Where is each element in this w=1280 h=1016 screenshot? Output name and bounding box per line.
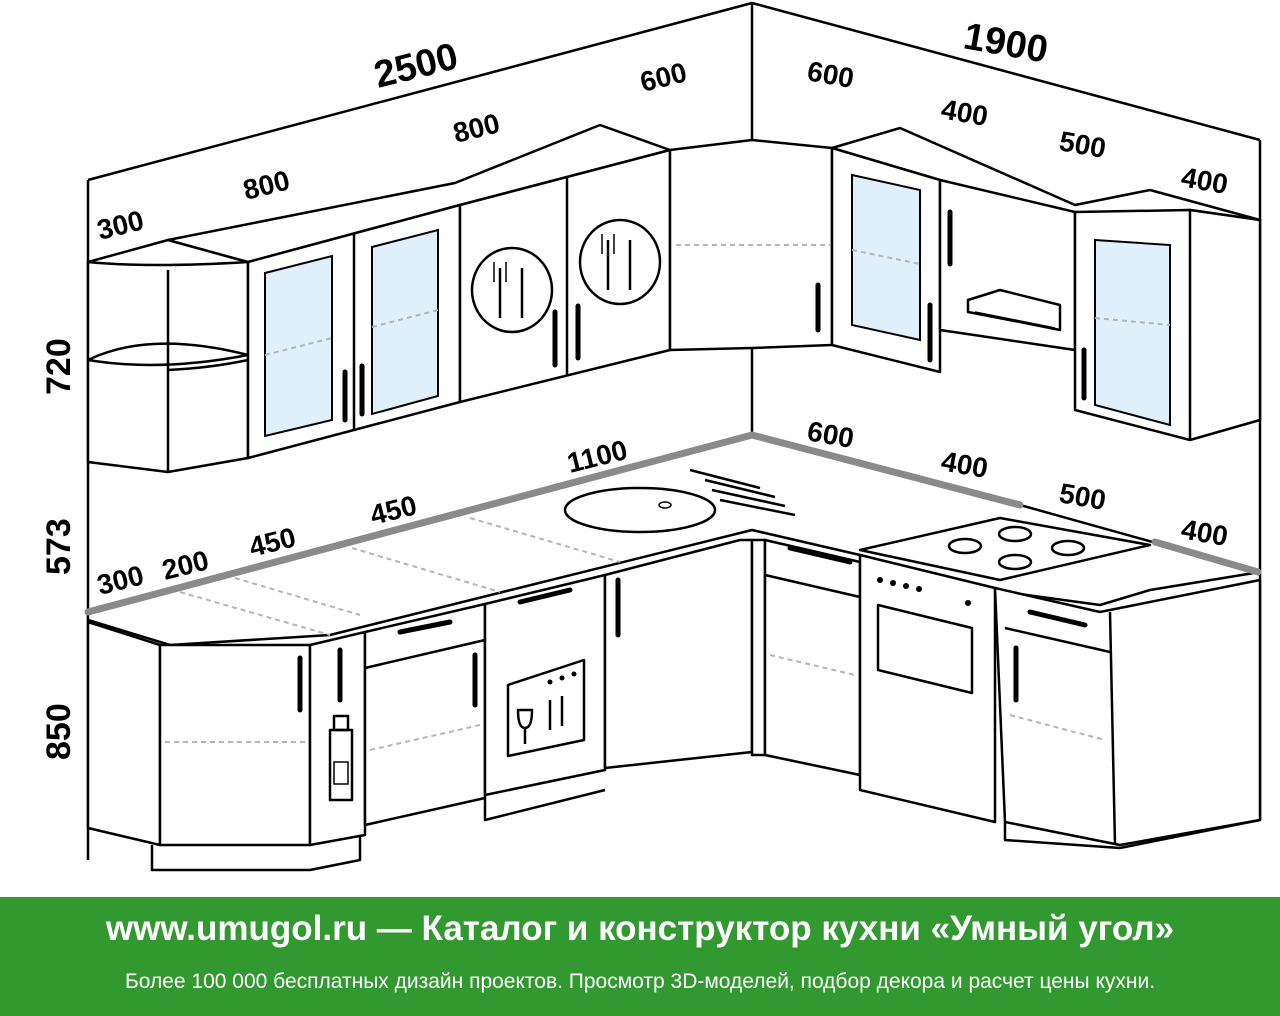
end-cabinet-300: [86, 620, 162, 847]
dim-lower-right: 400: [939, 445, 990, 484]
kitchen-drawing: 2500 1900 300 800 800 600 600 400 500 40…: [40, 1, 1262, 872]
dim-upper-right: 400: [1179, 161, 1230, 200]
dishwasher-450: [483, 573, 607, 797]
dim-upper-left-total: 2500: [370, 36, 462, 97]
base-cabinet-400-right: [993, 578, 1262, 847]
dim-upper-left: 300: [94, 204, 147, 245]
upper-cabinets-right: [830, 126, 1262, 442]
countertop: [84, 431, 1262, 647]
cutlery-icon: [578, 218, 662, 306]
drawer-cabinet-450: [363, 602, 487, 827]
dishwasher-icon: [506, 658, 586, 758]
dim-upper-left: 600: [637, 56, 690, 97]
banner-title[interactable]: www.umugol.ru — Каталог и конструктор ку…: [105, 909, 1175, 948]
dim-lower-right: 500: [1057, 477, 1108, 516]
sink-cabinet-1100: [603, 538, 754, 770]
corner-return-cabinet: [750, 538, 767, 757]
dim-upper-right: 500: [1057, 125, 1108, 164]
hob-burner-icon: [858, 516, 1152, 582]
cutlery-icon: [470, 246, 554, 334]
dim-upper-right: 400: [939, 93, 990, 132]
corner-lower-cabinet: [158, 643, 312, 847]
dim-lower-left: 300: [94, 559, 147, 600]
dim-height-gap: 573: [40, 518, 78, 575]
upper-cabinets-left: [86, 123, 834, 474]
banner-subtitle: Более 100 000 бесплатных дизайн проектов…: [124, 970, 1156, 993]
bottle-icon: [328, 714, 354, 802]
oven-stove: [858, 553, 997, 824]
range-hood: [966, 288, 1062, 332]
sink: [563, 468, 796, 534]
dim-upper-left: 800: [240, 164, 293, 205]
lower-cabinets: [86, 538, 1262, 872]
dim-height-lower: 850: [40, 703, 78, 760]
footer-banner: www.umugol.ru — Каталог и конструктор ку…: [0, 897, 1280, 1016]
dim-height-upper: 720: [40, 338, 78, 395]
dim-upper-right: 600: [805, 55, 856, 94]
dim-upper-left: 800: [450, 107, 503, 148]
dim-lower-right: 400: [1179, 513, 1230, 552]
